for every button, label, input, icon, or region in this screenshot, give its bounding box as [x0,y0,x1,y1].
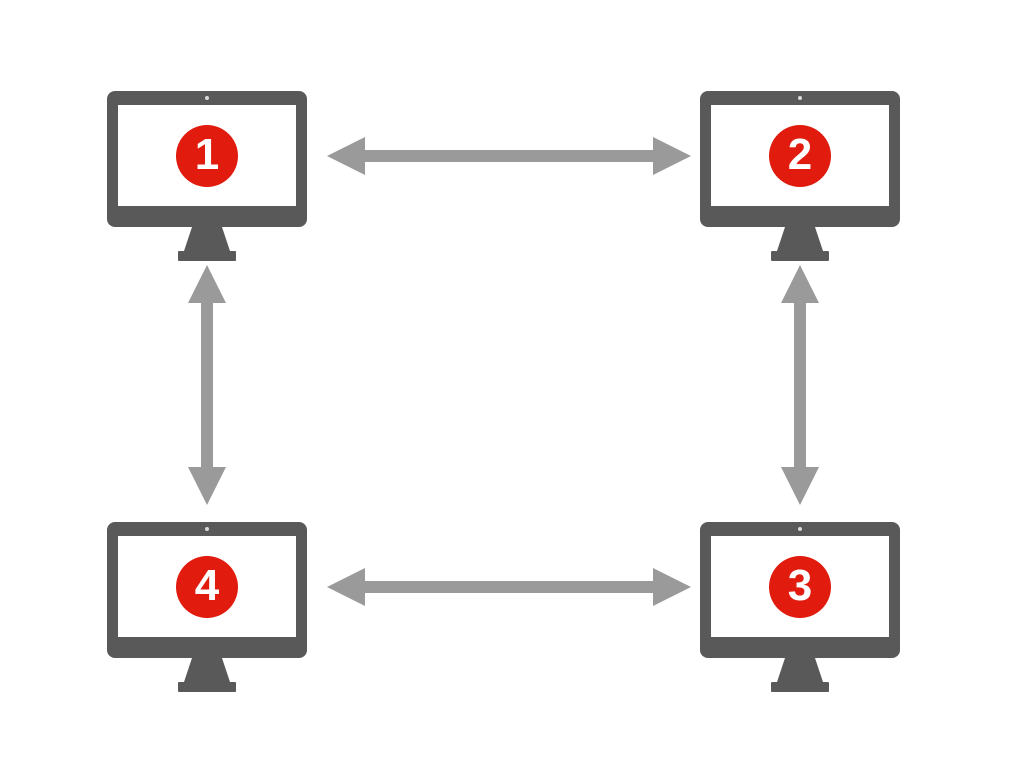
double-arrow-1-2-icon [327,137,691,175]
node-number-label: 1 [194,129,220,179]
monitor-stand-neck [184,658,230,682]
monitor-bezel: 3 [700,522,900,658]
node-number-badge: 3 [769,555,831,618]
node-number-badge: 1 [176,124,238,187]
node-number-label: 2 [787,129,813,179]
monitor-stand-neck [777,227,823,251]
node-number-label: 4 [194,560,220,610]
camera-dot-icon [205,96,209,100]
monitor-screen: 2 [711,105,889,206]
monitor-stand-neck [184,227,230,251]
computer-node-3: 3 [700,522,900,694]
monitor-bezel: 1 [107,91,307,227]
node-number-badge: 2 [769,124,831,187]
camera-dot-icon [798,527,802,531]
node-number-badge: 4 [176,555,238,618]
monitor-screen: 1 [118,105,296,206]
monitor-screen: 4 [118,536,296,637]
monitor-bezel: 4 [107,522,307,658]
camera-dot-icon [205,527,209,531]
monitor-stand-base [178,682,236,692]
computer-node-4: 4 [107,522,307,694]
node-number-label: 3 [787,560,813,610]
double-arrow-2-3-icon [781,265,819,505]
double-arrow-1-4-icon [188,265,226,505]
monitor-stand-base [771,682,829,692]
computer-node-1: 1 [107,91,307,263]
double-arrow-4-3-icon [327,568,691,606]
camera-dot-icon [798,96,802,100]
monitor-stand-neck [777,658,823,682]
monitor-bezel: 2 [700,91,900,227]
monitor-stand-base [771,251,829,261]
monitor-screen: 3 [711,536,889,637]
computer-node-2: 2 [700,91,900,263]
monitor-stand-base [178,251,236,261]
